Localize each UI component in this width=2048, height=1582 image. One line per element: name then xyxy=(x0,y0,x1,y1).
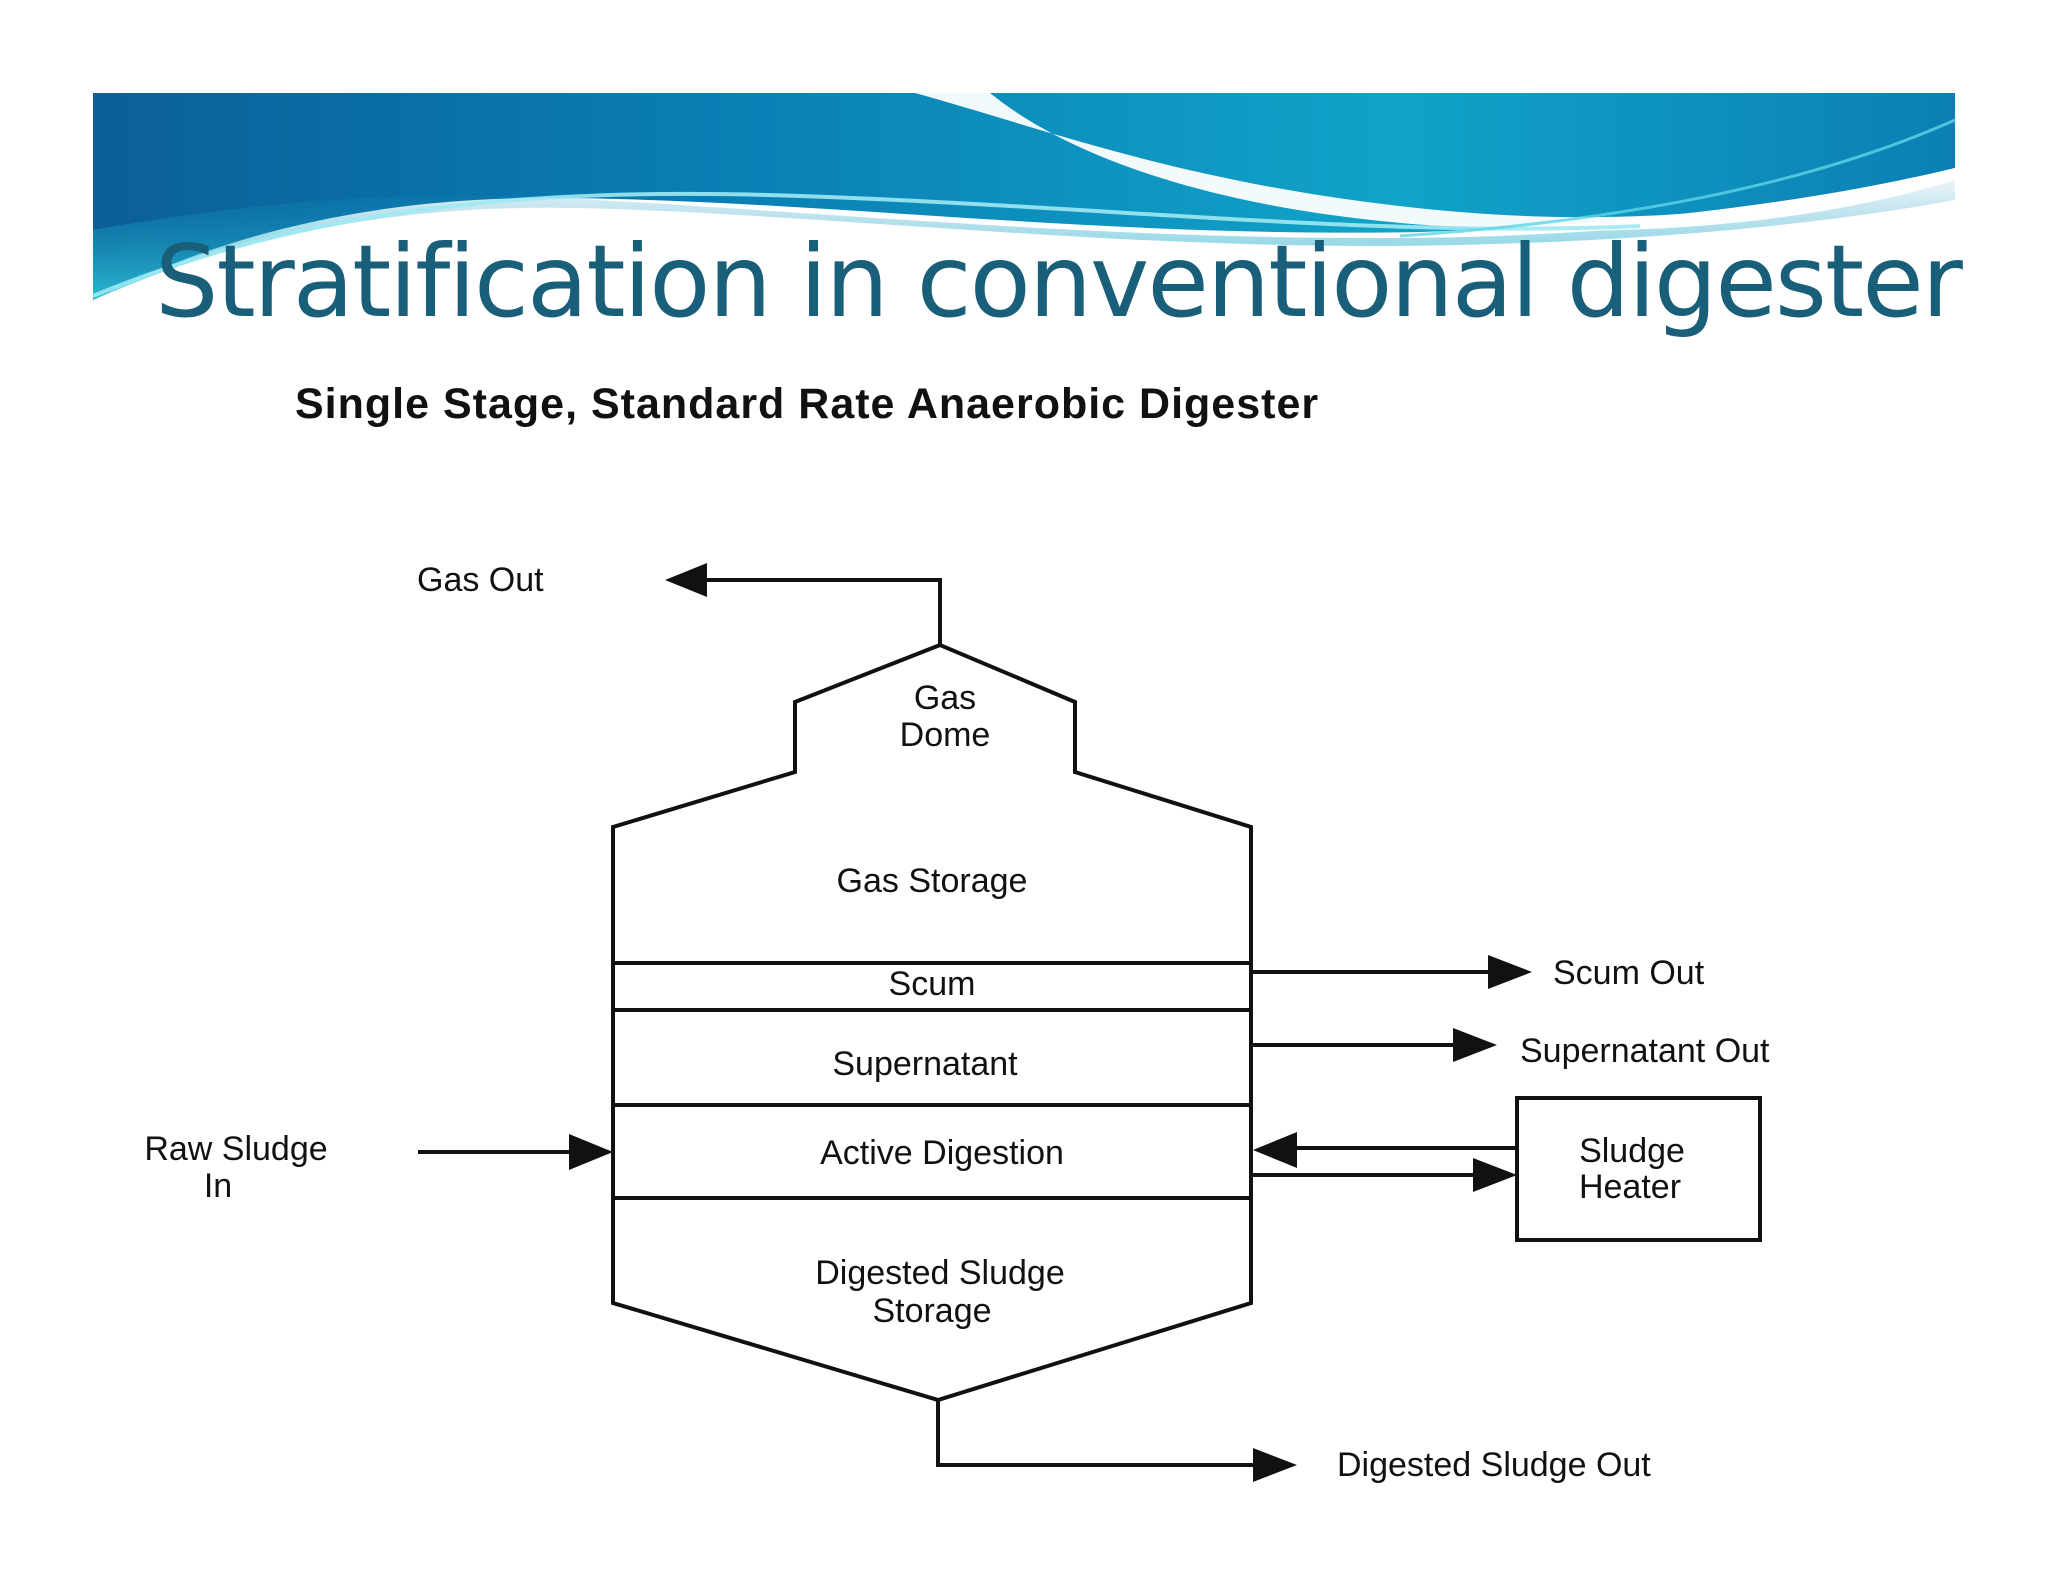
label-raw-sludge-line1: Raw Sludge xyxy=(144,1130,327,1168)
label-active-digestion: Active Digestion xyxy=(820,1134,1064,1172)
label-gas-dome-line1: Gas xyxy=(914,679,976,717)
label-gas-storage: Gas Storage xyxy=(837,862,1028,900)
gas-out-arrowhead xyxy=(665,563,707,597)
supernatant-out-arrowhead xyxy=(1453,1028,1497,1062)
gas-out-pipe xyxy=(705,578,942,645)
label-raw-sludge-line2: In xyxy=(204,1167,232,1205)
label-sludge-heater-line2: Heater xyxy=(1579,1168,1681,1206)
scum-out-arrowhead xyxy=(1488,955,1532,989)
label-gas-out: Gas Out xyxy=(417,561,544,599)
digested-sludge-out-arrowhead xyxy=(1253,1448,1297,1482)
label-supernatant: Supernatant xyxy=(832,1045,1018,1083)
label-digested-sludge-out: Digested Sludge Out xyxy=(1337,1446,1651,1484)
raw-sludge-in-arrowhead xyxy=(569,1134,613,1170)
label-supernatant-out: Supernatant Out xyxy=(1520,1032,1770,1070)
label-digested-storage-line2: Storage xyxy=(872,1292,991,1330)
label-sludge-heater-line1: Sludge xyxy=(1579,1132,1685,1170)
label-scum-out: Scum Out xyxy=(1553,954,1705,992)
label-scum: Scum xyxy=(889,965,976,1003)
sludge-heater-box xyxy=(1515,1096,1762,1242)
diagram-title: Single Stage, Standard Rate Anaerobic Di… xyxy=(295,380,1320,428)
slide-title: Stratification in conventional digester xyxy=(155,223,1963,340)
label-gas-dome-line2: Dome xyxy=(900,716,991,754)
heater-supply-arrowhead xyxy=(1473,1158,1517,1192)
label-digested-storage-line1: Digested Sludge xyxy=(815,1254,1065,1292)
heater-return-arrowhead xyxy=(1253,1132,1297,1168)
digested-sludge-out-pipe xyxy=(936,1400,1255,1467)
